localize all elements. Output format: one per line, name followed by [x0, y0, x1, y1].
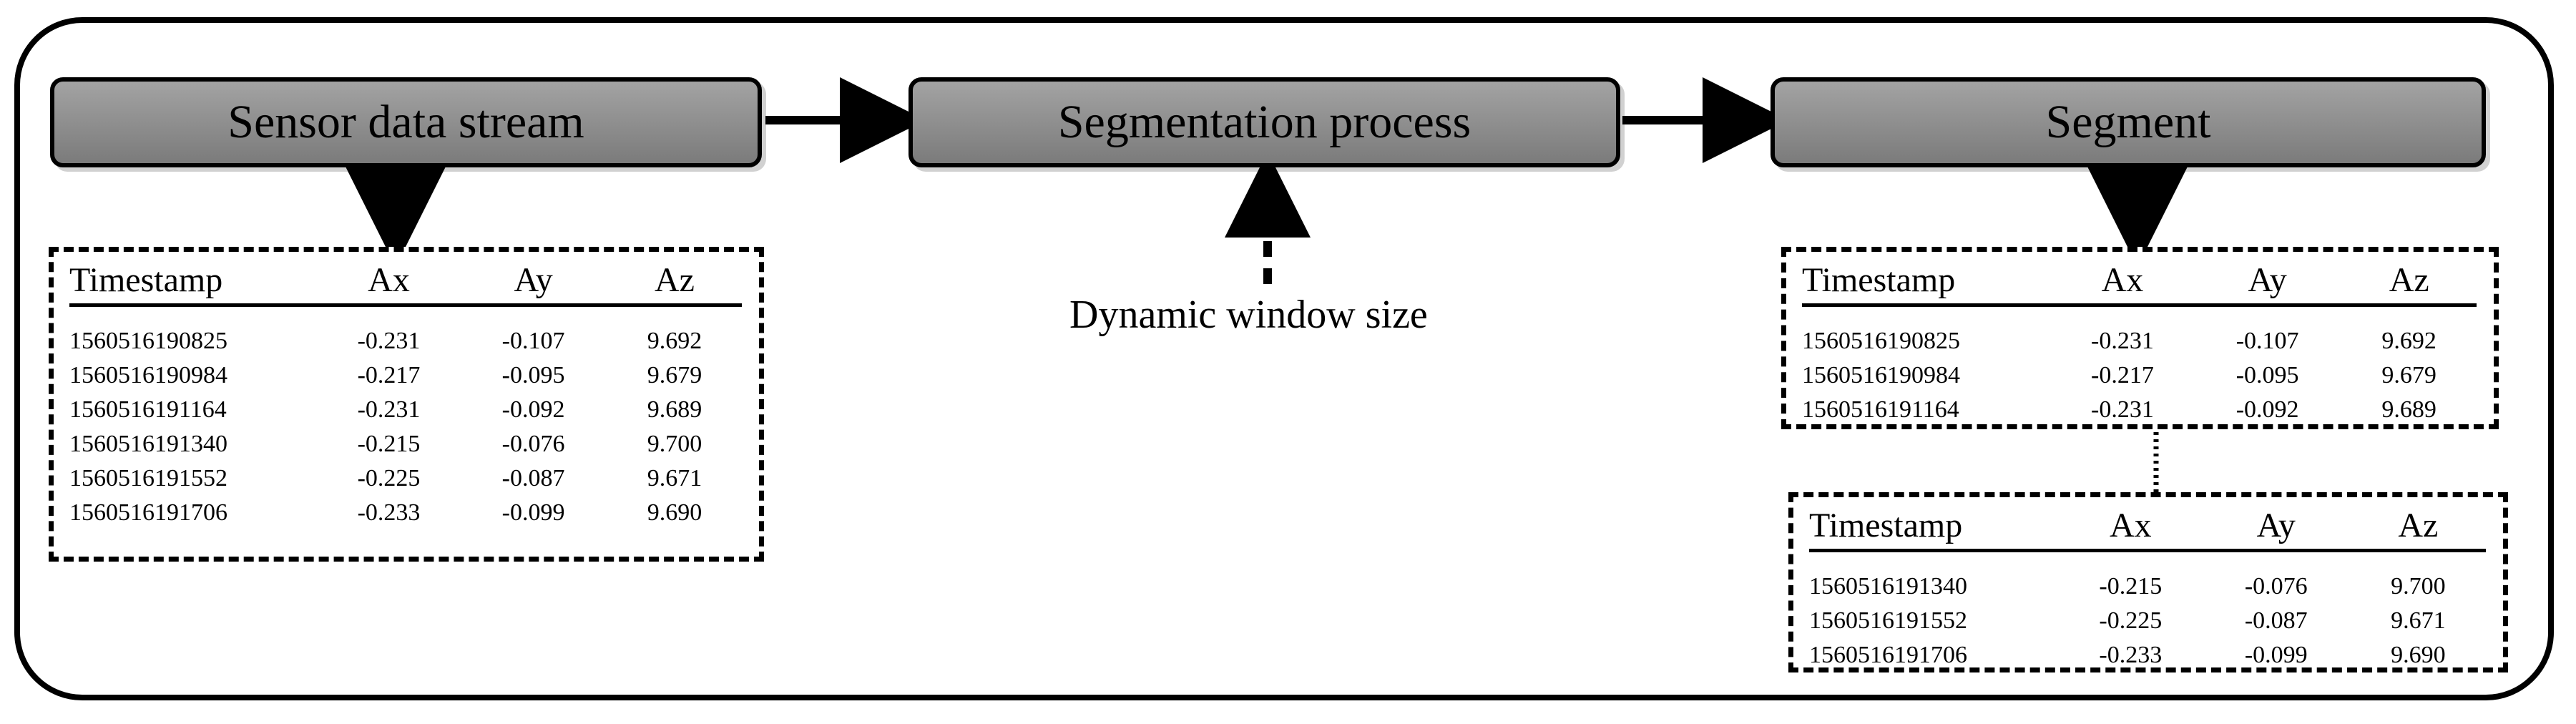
ax-cell: -0.215 — [2099, 573, 2163, 600]
diagram-frame — [14, 17, 2554, 700]
timestamp-cell: 1560516191340 — [1809, 573, 1967, 600]
az-cell: 9.692 — [2381, 328, 2437, 354]
table-row: 1560516191706 -0.233 -0.099 9.690 — [1809, 638, 2486, 672]
ax-cell: -0.217 — [2091, 362, 2154, 388]
timestamp-cell: 1560516190825 — [1802, 328, 1960, 354]
segment-table-bottom: Timestamp Ax Ay Az 1560516191340 -0.215 … — [1788, 492, 2508, 672]
sensor-data-stream-box: Sensor data stream — [50, 77, 762, 167]
az-cell: 9.700 — [2391, 573, 2446, 600]
ax-header: Ax — [368, 261, 410, 299]
az-cell: 9.690 — [647, 499, 702, 526]
timestamp-cell: 1560516190984 — [1802, 362, 1960, 388]
ax-cell: -0.231 — [2091, 396, 2154, 423]
timestamp-cell: 1560516191552 — [69, 465, 227, 491]
ax-cell: -0.231 — [357, 396, 421, 423]
sensor-data-stream-label: Sensor data stream — [227, 96, 584, 148]
az-header: Az — [2398, 507, 2439, 544]
ay-cell: -0.107 — [501, 328, 565, 354]
sensor-data-table: Timestamp Ax Ay Az 1560516190825 -0.231 … — [49, 247, 764, 562]
az-cell: 9.671 — [2391, 607, 2446, 634]
timestamp-cell: 1560516191164 — [1802, 396, 1959, 423]
timestamp-cell: 1560516191552 — [1809, 607, 1967, 634]
ay-cell: -0.107 — [2235, 328, 2299, 354]
table-row: 1560516191164 -0.231 -0.092 9.689 — [69, 393, 742, 427]
ay-cell: -0.099 — [501, 499, 565, 526]
az-cell: 9.679 — [2381, 362, 2437, 388]
ay-cell: -0.092 — [501, 396, 565, 423]
timestamp-cell: 1560516190825 — [69, 328, 227, 354]
ay-cell: -0.087 — [2244, 607, 2308, 634]
table-row: 1560516191552 -0.225 -0.087 9.671 — [69, 461, 742, 496]
table-row: 1560516191552 -0.225 -0.087 9.671 — [1809, 604, 2486, 638]
az-cell: 9.679 — [647, 362, 702, 388]
table-header-row: Timestamp Ax Ay Az — [1802, 263, 2477, 307]
timestamp-header: Timestamp — [69, 261, 223, 299]
ay-header: Ay — [2256, 507, 2296, 544]
ax-cell: -0.217 — [357, 362, 421, 388]
segmentation-process-label: Segmentation process — [1057, 96, 1471, 148]
ax-cell: -0.215 — [357, 431, 421, 457]
az-cell: 9.692 — [647, 328, 702, 354]
ay-header: Ay — [2248, 261, 2287, 299]
ax-cell: -0.231 — [2091, 328, 2154, 354]
ay-cell: -0.095 — [2235, 362, 2299, 388]
table-row: 1560516191340 -0.215 -0.076 9.700 — [1809, 569, 2486, 604]
timestamp-cell: 1560516191706 — [69, 499, 227, 526]
dynamic-window-size-caption: Dynamic window size — [1069, 293, 1428, 337]
timestamp-header: Timestamp — [1802, 261, 1956, 299]
timestamp-cell: 1560516191164 — [69, 396, 227, 423]
ax-cell: -0.225 — [2099, 607, 2163, 634]
table-row: 1560516190984 -0.217 -0.095 9.679 — [69, 358, 742, 393]
table-header-row: Timestamp Ax Ay Az — [69, 263, 742, 307]
table-row: 1560516190984 -0.217 -0.095 9.679 — [1802, 358, 2477, 393]
ay-cell: -0.099 — [2244, 642, 2308, 668]
timestamp-cell: 1560516191340 — [69, 431, 227, 457]
ay-cell: -0.087 — [501, 465, 565, 491]
ay-cell: -0.076 — [2244, 573, 2308, 600]
az-cell: 9.689 — [647, 396, 702, 423]
segment-label: Segment — [2045, 96, 2211, 148]
table-row: 1560516191340 -0.215 -0.076 9.700 — [69, 427, 742, 461]
timestamp-cell: 1560516190984 — [69, 362, 227, 388]
az-header: Az — [2389, 261, 2429, 299]
table-row: 1560516191164 -0.231 -0.092 9.689 — [1802, 393, 2477, 427]
ay-cell: -0.076 — [501, 431, 565, 457]
ay-header: Ay — [514, 261, 553, 299]
az-cell: 9.671 — [647, 465, 702, 491]
segment-table-top: Timestamp Ax Ay Az 1560516190825 -0.231 … — [1781, 247, 2499, 429]
az-cell: 9.690 — [2391, 642, 2446, 668]
segmentation-process-box: Segmentation process — [909, 77, 1620, 167]
az-cell: 9.700 — [647, 431, 702, 457]
az-cell: 9.689 — [2381, 396, 2437, 423]
ax-cell: -0.233 — [2099, 642, 2163, 668]
timestamp-header: Timestamp — [1809, 507, 1963, 544]
ay-cell: -0.095 — [501, 362, 565, 388]
table-row: 1560516191706 -0.233 -0.099 9.690 — [69, 496, 742, 530]
segment-box: Segment — [1771, 77, 2486, 167]
ax-cell: -0.231 — [357, 328, 421, 354]
az-header: Az — [655, 261, 695, 299]
table-row: 1560516190825 -0.231 -0.107 9.692 — [69, 324, 742, 358]
timestamp-cell: 1560516191706 — [1809, 642, 1967, 668]
table-row: 1560516190825 -0.231 -0.107 9.692 — [1802, 324, 2477, 358]
ax-cell: -0.233 — [357, 499, 421, 526]
table-header-row: Timestamp Ax Ay Az — [1809, 509, 2486, 552]
ay-cell: -0.092 — [2235, 396, 2299, 423]
ax-cell: -0.225 — [357, 465, 421, 491]
ax-header: Ax — [2101, 261, 2144, 299]
ax-header: Ax — [2110, 507, 2152, 544]
